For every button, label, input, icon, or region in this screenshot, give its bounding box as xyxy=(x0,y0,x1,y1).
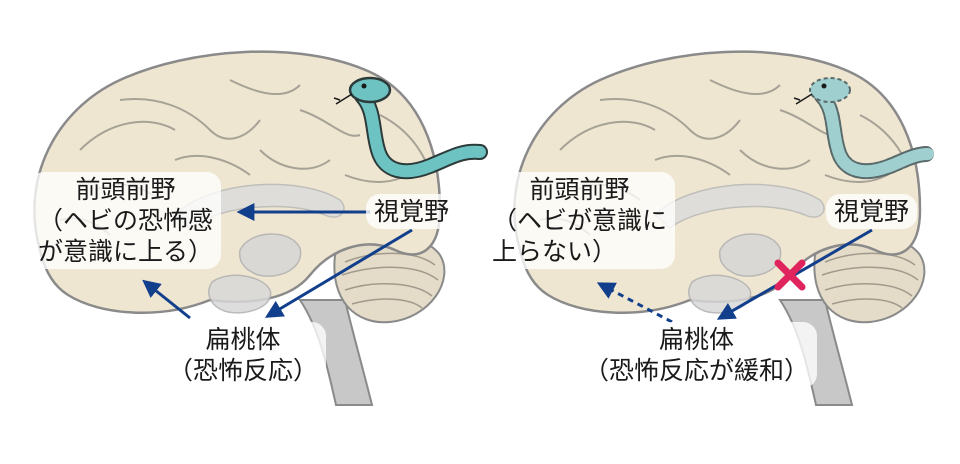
left-cerebellum-folds xyxy=(341,252,439,309)
left-prefrontal-label-line1: 前頭前野 xyxy=(75,175,176,204)
left-arrows xyxy=(142,203,413,320)
left-amygdala-region xyxy=(208,274,272,314)
right-cerebellum-folds xyxy=(821,252,919,309)
right-arrow-amygdala-to-prefrontal-dotted xyxy=(596,282,673,324)
left-prefrontal-label-line2: （ヘビの恐怖感 xyxy=(38,206,214,235)
right-arrow-visual-to-amygdala xyxy=(716,228,873,320)
right-amygdala-label: 扁桃体 （恐怖反応が緩和） xyxy=(576,322,818,388)
left-amygdala-label-line1: 扁桃体 xyxy=(205,325,281,354)
right-amygdala-label-line2: （恐怖反応が緩和） xyxy=(584,356,810,385)
left-amygdala-label: 扁桃体 （恐怖反応） xyxy=(160,322,327,388)
right-visual-cortex-text: 視覚野 xyxy=(834,197,910,226)
right-prefrontal-label-line2: （ヘビが意識に xyxy=(492,206,668,235)
cross-mark-icon xyxy=(774,259,806,291)
left-arrow-amygdala-to-prefrontal xyxy=(142,279,191,320)
right-prefrontal-label-line3: 上らない） xyxy=(492,237,618,266)
right-visual-cortex-label: 視覚野 xyxy=(826,194,918,229)
left-thalamus xyxy=(238,233,302,277)
right-prefrontal-label: 前頭前野 （ヘビが意識に 上らない） xyxy=(484,172,676,269)
right-prefrontal-label-line1: 前頭前野 xyxy=(529,175,630,204)
left-visual-cortex-label: 視覚野 xyxy=(366,194,458,229)
right-arrows xyxy=(596,228,873,324)
left-prefrontal-label: 前頭前野 （ヘビの恐怖感 が意識に上る） xyxy=(30,172,222,269)
right-corpus-callosum xyxy=(653,183,825,229)
left-arrow-visual-to-amygdala xyxy=(264,228,413,318)
left-visual-cortex-text: 視覚野 xyxy=(374,197,450,226)
right-thalamus xyxy=(718,233,782,277)
right-snake-icon xyxy=(793,77,936,180)
left-snake-icon xyxy=(333,76,488,180)
right-amygdala-label-line1: 扁桃体 xyxy=(659,325,735,354)
left-prefrontal-label-line3: が意識に上る） xyxy=(38,237,214,266)
left-amygdala-label-line2: （恐怖反応） xyxy=(168,356,319,385)
